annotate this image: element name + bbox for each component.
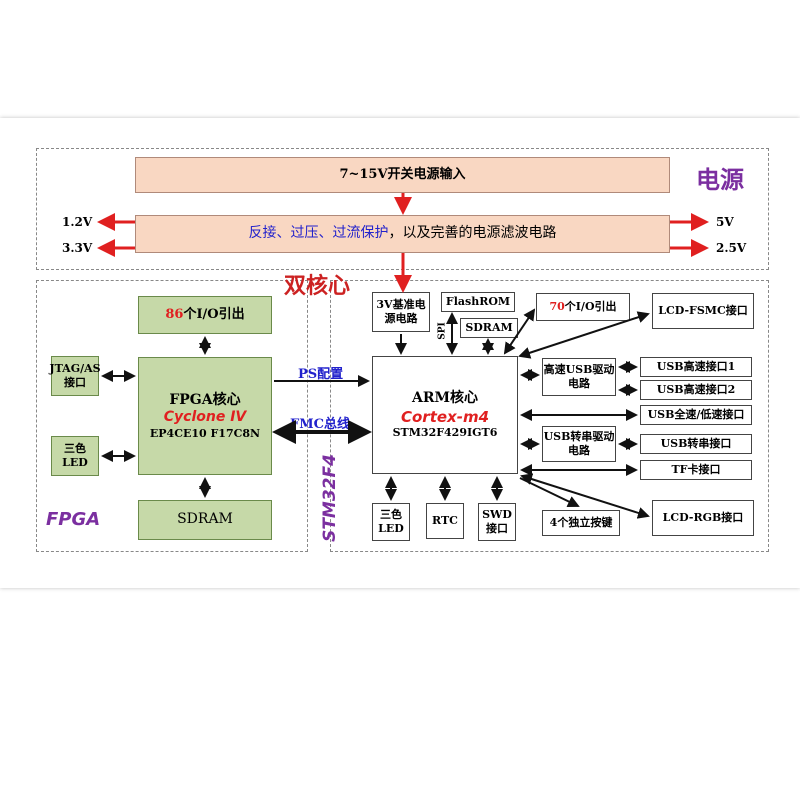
arm-core-name: Cortex-m4 [400, 407, 490, 426]
fpga-io-count: 86 [165, 306, 184, 322]
arm-region-label: STM32F4 [319, 454, 340, 542]
out-2v5-label: 2.5V [716, 241, 747, 255]
rtc-box: RTC [426, 503, 464, 539]
fpga-core-title: FPGA核心 [169, 391, 241, 408]
tf-card-box: TF卡接口 [640, 460, 752, 480]
arm-core-part: STM32F429IGT6 [392, 426, 498, 440]
fpga-region-label: FPGA [46, 509, 101, 530]
fpga-region [36, 280, 308, 552]
lcd-fsmc-box: LCD-FSMC接口 [652, 293, 754, 329]
flashrom-box: FlashROM [441, 292, 515, 312]
fpga-led-box: 三色LED [51, 436, 99, 476]
fpga-io-text: 个I/O引出 [183, 306, 245, 322]
arm-core-box: ARM核心 Cortex-m4 STM32F429IGT6 [372, 356, 518, 474]
swd-box: SWD接口 [478, 503, 516, 541]
usb-serial-driver-box: USB转串驱动电路 [542, 426, 616, 462]
arm-region [330, 280, 769, 552]
spi-label: SPI [437, 322, 448, 340]
power-title: 电源 [696, 166, 744, 194]
arm-led-box: 三色LED [372, 503, 410, 541]
fpga-core-part: EP4CE10 F17C8N [149, 426, 261, 440]
arm-io-text: 个I/O引出 [564, 300, 617, 314]
protection-circuit-box: 反接、过压、过流保护，以及完善的电源滤波电路 [135, 215, 670, 253]
out-3v3-label: 3.3V [62, 241, 93, 255]
arm-core-title: ARM核心 [412, 390, 478, 406]
keys-box: 4个独立按键 [542, 510, 620, 536]
jtag-box: JTAG/AS接口 [49, 356, 101, 396]
protection-circuit-text: 反接、过压、过流保护，以及完善的电源滤波电路 [248, 225, 557, 242]
power-input-box: 7~15V开关电源输入 [135, 157, 670, 193]
fpga-sdram-box: SDRAM [138, 500, 272, 540]
usb-hs-driver-box: 高速USB驱动电路 [542, 358, 616, 396]
protection-label: 反接、过压、过流保护 [248, 225, 389, 242]
usb-hs2-box: USB高速接口2 [640, 380, 752, 400]
fpga-core-name: Cyclone IV [163, 409, 247, 426]
arm-sdram-box: SDRAM [460, 318, 518, 338]
out-5v-label: 5V [716, 215, 734, 229]
out-1v2-label: 1.2V [62, 215, 93, 229]
ref-voltage-box: 3V基准电源电路 [372, 292, 430, 332]
fmc-bus-label: FMC总线 [290, 417, 350, 432]
lcd-rgb-box: LCD-RGB接口 [652, 500, 754, 536]
usb-fs-box: USB全速/低速接口 [640, 405, 752, 425]
arm-io-count: 70 [549, 300, 565, 314]
ps-config-label: PS配置 [298, 367, 344, 382]
fpga-core-box: FPGA核心 Cyclone IV EP4CE10 F17C8N [138, 357, 272, 475]
dual-core-title: 双核心 [284, 274, 351, 299]
usb-serial-port-box: USB转串接口 [640, 434, 752, 454]
usb-hs1-box: USB高速接口1 [640, 357, 752, 377]
